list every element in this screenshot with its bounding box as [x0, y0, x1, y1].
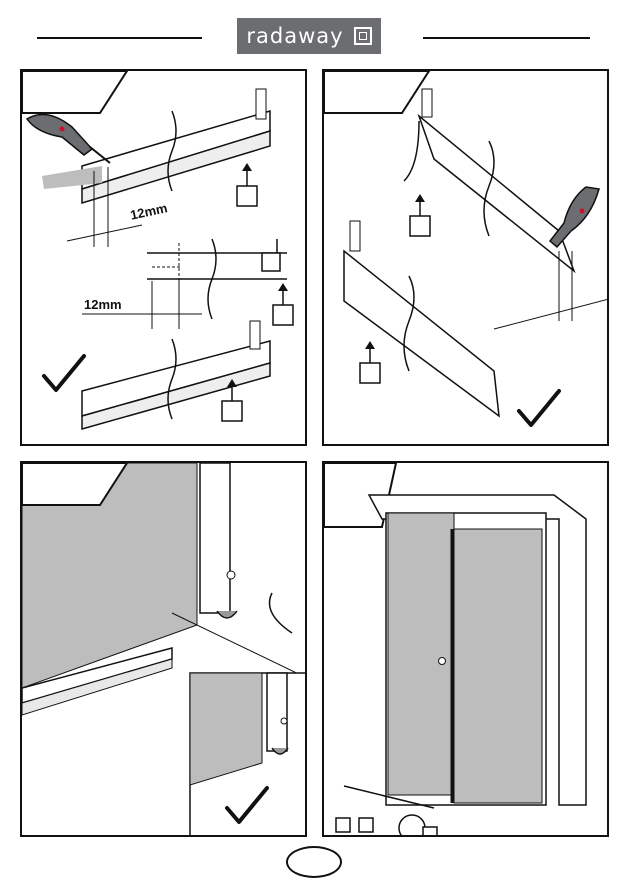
- step-4-illustration: [324, 463, 609, 837]
- step-1-corner-tab: [22, 71, 127, 113]
- header-rule-right: [423, 37, 590, 39]
- part-label-box-2: [273, 305, 293, 325]
- profile-top: [419, 116, 574, 271]
- door-handle: [439, 658, 446, 665]
- step-2-illustration: [324, 71, 609, 446]
- cutter-knife-icon: [550, 187, 599, 247]
- header-rule-left: [37, 37, 202, 39]
- seal-end-cap-top: [256, 89, 266, 119]
- step-3-panel: [20, 461, 307, 837]
- brand-mark-icon: [354, 27, 372, 45]
- part-label-box-3: [222, 401, 242, 421]
- part-label-box-8: [423, 827, 437, 837]
- door-glass-left: [388, 513, 454, 795]
- step-4-panel: [322, 461, 609, 837]
- cutter-knife-icon: [27, 115, 110, 164]
- door-glass-right: [454, 529, 542, 803]
- part-label-box-6: [336, 818, 350, 832]
- step-3-illustration: [22, 463, 307, 837]
- step-2-panel: [322, 69, 609, 446]
- part-label-box-5: [360, 363, 380, 383]
- check-icon: [519, 391, 559, 425]
- brand-logo: radaway: [237, 18, 381, 54]
- door-frame-profile: [200, 463, 230, 613]
- step-2-corner-tab: [324, 71, 429, 113]
- profile-bottom: [344, 251, 499, 416]
- page-number-oval: [286, 846, 342, 878]
- dimension-label-2: 12mm: [84, 297, 122, 312]
- step-1-illustration: [22, 71, 307, 446]
- dim-arrow-3: [494, 299, 609, 329]
- part-label-box-1: [237, 186, 257, 206]
- check-icon: [44, 356, 84, 390]
- seal-cross-section-detail: [399, 815, 425, 837]
- part-label-box-7: [359, 818, 373, 832]
- brand-name: radaway: [246, 24, 343, 48]
- step-1-panel: 12mm 12mm: [20, 69, 307, 446]
- seal-detail-cap: [262, 253, 280, 271]
- part-label-box-4: [410, 216, 430, 236]
- dim-arrow-1: [67, 225, 142, 241]
